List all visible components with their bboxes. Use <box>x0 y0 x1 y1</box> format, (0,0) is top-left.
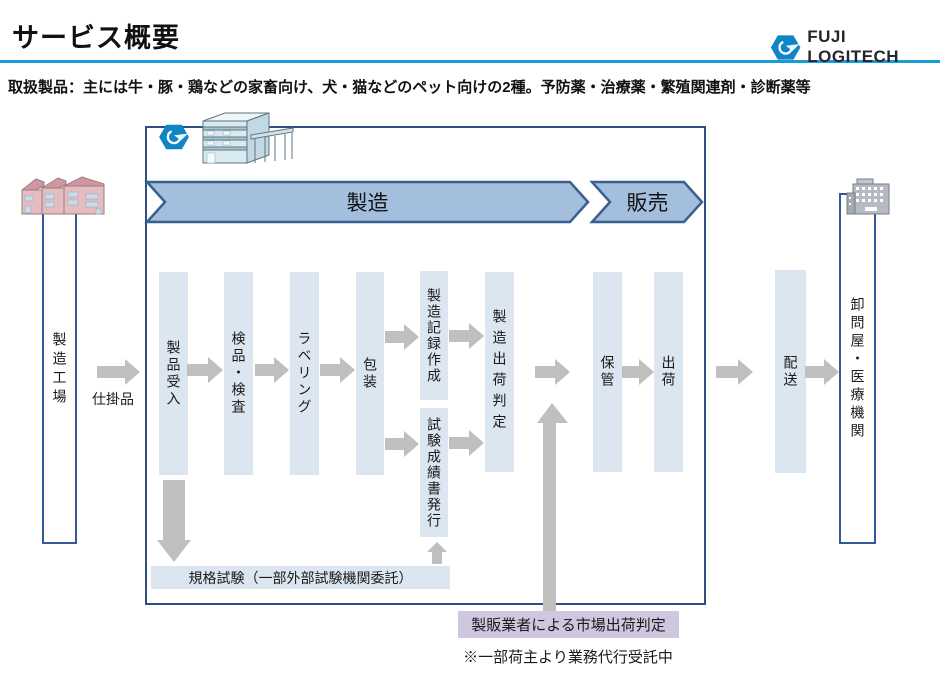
warehouse-icon <box>202 112 294 164</box>
factory-icon <box>21 176 105 215</box>
step-delivery: 配送 <box>775 270 806 473</box>
company-logo: FUJI LOGITECH <box>770 27 940 67</box>
wip-label: 仕掛品 <box>92 391 134 407</box>
destination-box: 卸問屋・医療機関 <box>839 193 876 544</box>
fuji-logitech-hexagon-icon <box>159 124 189 150</box>
sales-phase-label: 販売 <box>626 192 669 215</box>
title-underline <box>0 60 940 63</box>
step-manufacturing-record: 製造記録作成 <box>420 271 448 400</box>
step-storage: 保管 <box>593 272 622 472</box>
fuji-logitech-hexagon-icon <box>770 34 801 60</box>
page-title: サービス概要 <box>12 23 180 53</box>
arrow-wip-to-frame <box>97 359 140 385</box>
arrow-delivery-to-destination <box>805 359 839 385</box>
step-labeling: ラベリング <box>290 272 319 475</box>
manufacturing-phase-label: 製造 <box>346 192 389 215</box>
hospital-icon <box>846 178 890 215</box>
step-product-receiving: 製品受入 <box>159 272 188 475</box>
step-shipping-judgment: 製造出荷判定 <box>485 272 514 472</box>
spec-test-box: 規格試験（一部外部試験機関委託） <box>151 566 450 589</box>
arrow-frame-to-delivery <box>716 359 753 385</box>
logo-text: FUJI LOGITECH <box>807 27 900 66</box>
outsourcing-note: ※一部荷主より業務代行受託中 <box>463 649 673 666</box>
subtitle-products: 取扱製品：主には牛・豚・鶏などの家畜向け、犬・猫などのペット向けの2種。予防薬・… <box>8 79 811 96</box>
step-inspection: 検品・検査 <box>224 272 253 475</box>
market-release-box: 製販業者による市場出荷判定 <box>458 611 679 638</box>
step-packaging: 包装 <box>356 272 384 475</box>
factory-source-box: 製造工場 <box>42 195 77 544</box>
step-test-certificate: 試験成績書発行 <box>420 408 448 537</box>
step-shipping: 出荷 <box>654 272 683 472</box>
